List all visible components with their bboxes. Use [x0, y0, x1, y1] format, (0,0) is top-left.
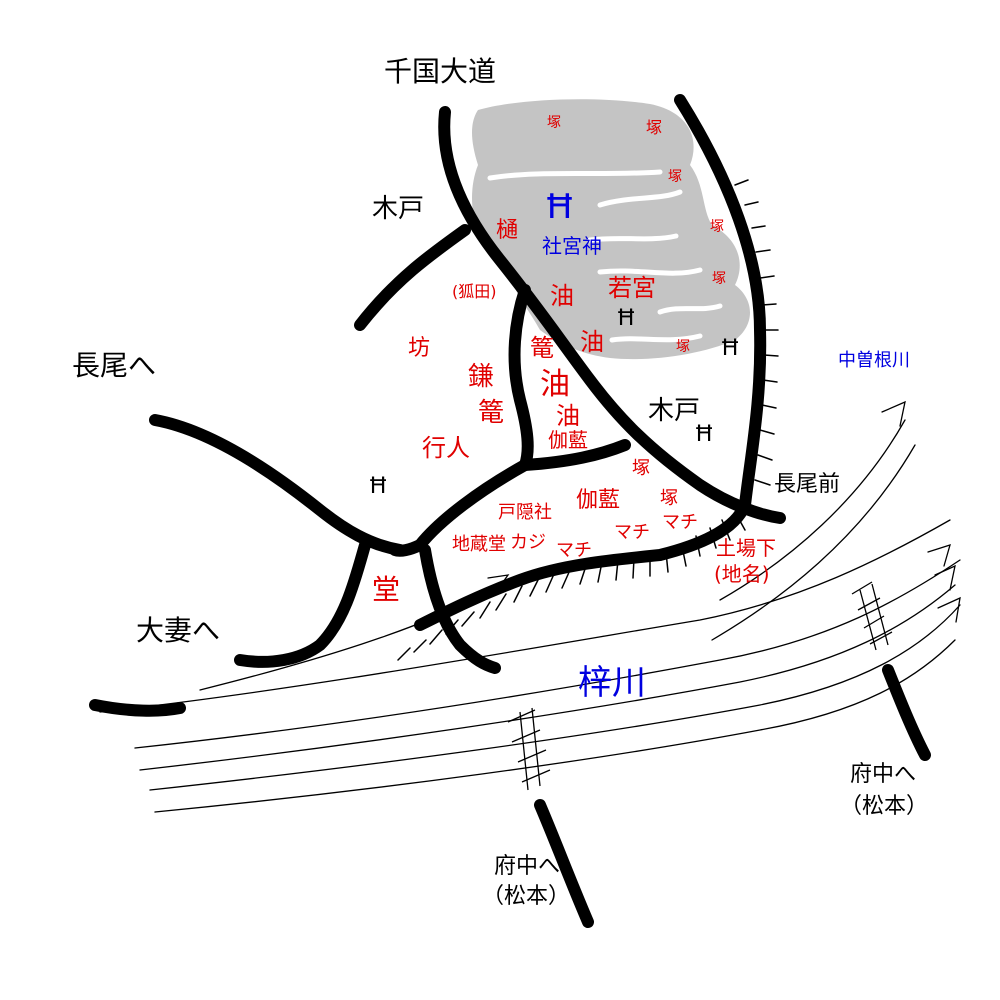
abura-label: 油 [556, 402, 580, 430]
garan-label: 伽藍 [576, 488, 621, 513]
to-fuchu-left-sub-label: （松本） [481, 884, 570, 909]
bridge-marks [507, 581, 893, 791]
machi-label: マチ [556, 540, 592, 561]
to-fuchu-right-label: 府中へ [849, 762, 916, 787]
kaji-label: カジ [510, 532, 546, 553]
torii-icon: Ħ [368, 474, 389, 499]
kido-lower-label: 木戸 [648, 396, 701, 426]
embankment-hatching [397, 179, 779, 661]
tsuka-label: 塚 [632, 458, 650, 479]
dobashita-label: 土場下 [716, 536, 776, 560]
senkoku-road-label: 千国大道 [384, 55, 497, 88]
kago-label: 篭 [478, 398, 505, 428]
tsuka-label: 塚 [710, 219, 724, 235]
nakasone-river-label: 中曽根川 [838, 350, 910, 371]
wakamiya-label: 若宮 [608, 274, 656, 302]
torii-icon: Ħ [720, 336, 741, 361]
tsuka-label: 塚 [660, 488, 678, 509]
jizoudou-label: 地蔵堂 [452, 534, 506, 555]
shrine-symbol-icon: Ħ [544, 187, 576, 227]
machi-label: マチ [614, 522, 650, 543]
bou-label: 坊 [408, 336, 431, 361]
abura-label: 油 [550, 282, 574, 310]
to-fuchu-right-sub-label: （松本） [839, 794, 928, 819]
to-fuchu-left-label: 府中へ [493, 854, 560, 879]
kago-label: 篭 [530, 334, 554, 362]
to-nagao-label: 長尾へ [72, 349, 157, 382]
tsuka-label: 塚 [668, 169, 682, 185]
torii-icon: Ħ [616, 306, 637, 331]
torii-icon: Ħ [694, 422, 715, 447]
dobashita-note-label: (地名) [714, 562, 770, 586]
shrine-area-texture [487, 169, 723, 343]
kitsuneda-label: (狐田) [452, 282, 497, 301]
shrine-forest-area [472, 99, 750, 360]
shrine-name-label: 社宮神 [542, 234, 602, 258]
tsuka-label: 塚 [547, 115, 561, 131]
tsuka-label: 塚 [712, 271, 726, 287]
roads [89, 94, 931, 928]
dou-label: 堂 [372, 573, 401, 606]
nagao-mae-label: 長尾前 [774, 472, 841, 497]
abura-label: 油 [580, 328, 604, 356]
kama-label: 鎌 [468, 362, 495, 392]
garan-label: 伽藍 [548, 428, 588, 452]
to-oozuma-label: 大妻へ [136, 614, 221, 647]
tsuka-label: 塚 [646, 118, 663, 137]
abura-label: 油 [540, 367, 570, 402]
gyounin-label: 行人 [422, 434, 470, 462]
machi-label: マチ [662, 512, 698, 533]
togakushi-sha-label: 戸隠社 [498, 502, 552, 523]
tsuka-label: 塚 [676, 339, 690, 355]
hi-label: 樋 [496, 218, 519, 243]
kido-upper-label: 木戸 [372, 194, 425, 224]
azusa-river-label: 梓川 [578, 663, 646, 703]
